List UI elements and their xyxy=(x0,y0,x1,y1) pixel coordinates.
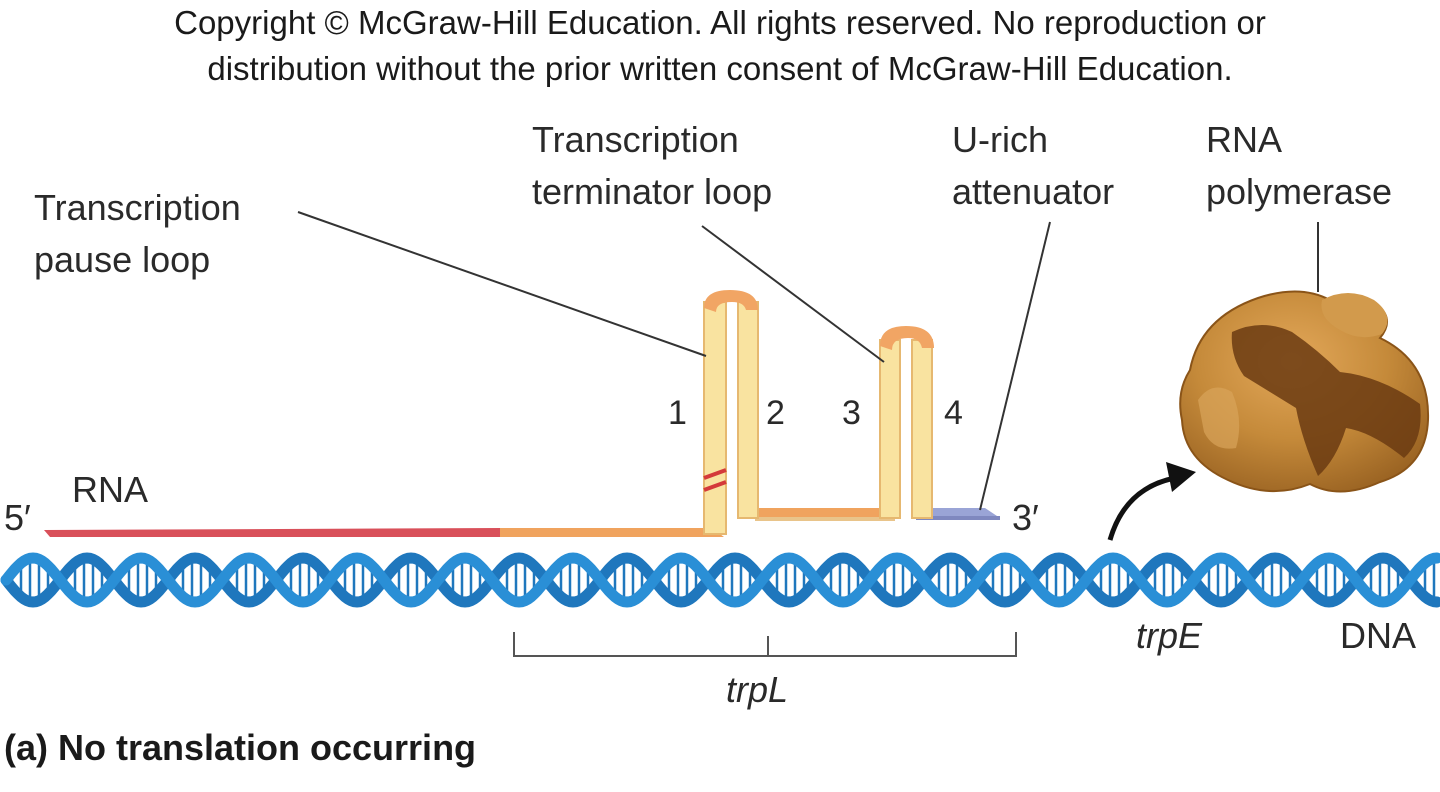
u-rich-attenuator-segment xyxy=(916,508,1000,518)
curved-arrow-icon xyxy=(1107,462,1196,541)
terminator-loop-tip xyxy=(880,326,934,350)
trpL-bracket xyxy=(513,632,1017,657)
rna-linker-segment xyxy=(755,508,895,518)
polymerase-label-line-2: polymerase xyxy=(1206,171,1393,212)
rna-orange-segment xyxy=(500,528,724,537)
attenuator-label-line-1: U-rich xyxy=(952,119,1048,160)
terminator-loop-leader xyxy=(701,225,885,363)
rna-strand xyxy=(44,508,1000,537)
terminator-loop-label-line-1: Transcription xyxy=(532,119,739,160)
pause-loop-leader xyxy=(297,211,707,357)
pause-loop-label-line-1: Transcription xyxy=(34,187,241,228)
trpE-label: trpE xyxy=(1136,615,1203,656)
trpL-label: trpL xyxy=(726,669,789,710)
terminator-loop-label-line-2: terminator loop xyxy=(532,171,773,212)
copyright-line-1: Copyright © McGraw-Hill Education. All r… xyxy=(174,4,1266,41)
dna-backbone-strand xyxy=(0,552,1440,608)
figure-caption: (a) No translation occurring xyxy=(4,727,477,768)
region-2-label: 2 xyxy=(766,394,785,432)
dna-backbone-strand xyxy=(0,552,1440,608)
region-4-label: 4 xyxy=(944,394,963,432)
pause-loop-tip xyxy=(704,290,758,312)
rna-red-segment xyxy=(44,528,500,537)
attenuator-label-line-2: attenuator xyxy=(952,171,1115,212)
rna-label: RNA xyxy=(72,469,149,510)
dna-helix xyxy=(0,552,1440,608)
three-prime-label: 3′ xyxy=(1012,497,1039,538)
rna-polymerase-shape xyxy=(1179,290,1430,493)
leader-lines xyxy=(297,211,1319,511)
region-3-label: 3 xyxy=(842,394,861,432)
copyright-line-2: distribution without the prior written c… xyxy=(207,50,1233,87)
polymerase-label-line-1: RNA xyxy=(1206,119,1283,160)
pause-loop-stem xyxy=(703,290,759,535)
five-prime-label: 5′ xyxy=(4,497,31,538)
terminator-loop-stem xyxy=(879,326,934,519)
pause-loop-label-line-2: pause loop xyxy=(34,239,211,280)
region-1-label: 1 xyxy=(668,394,687,432)
attenuator-leader xyxy=(979,221,1051,511)
dna-label: DNA xyxy=(1340,615,1417,656)
